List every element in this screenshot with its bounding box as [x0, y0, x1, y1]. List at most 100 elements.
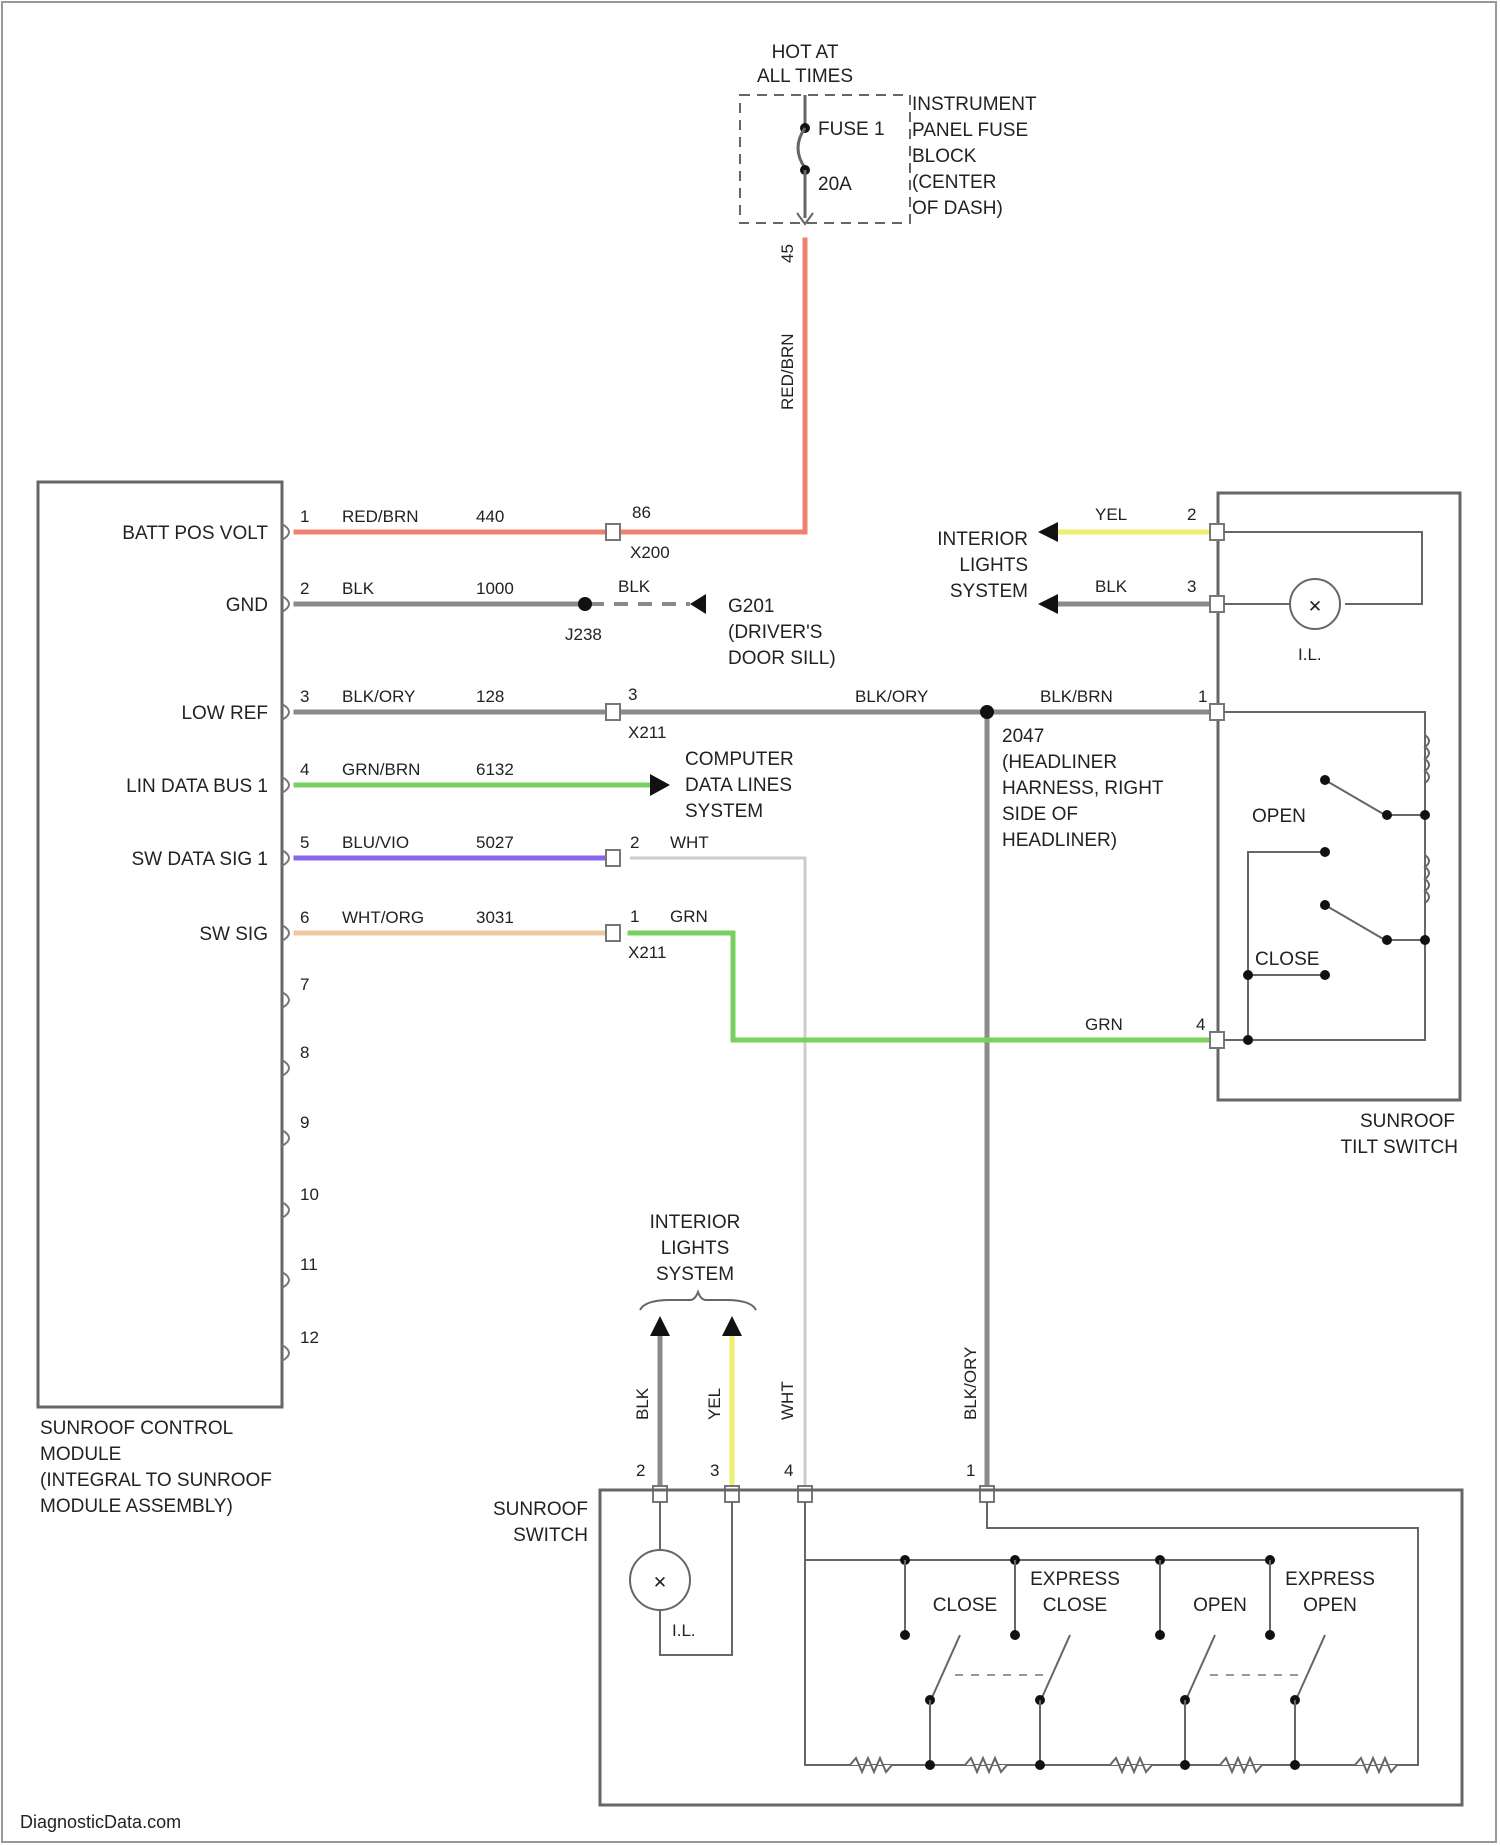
tilt-open-node-a — [1320, 775, 1330, 785]
module-pin-label: LIN DATA BUS 1 — [126, 776, 268, 797]
computer-data-label-1: COMPUTER — [685, 749, 794, 770]
ground-label-1: G201 — [728, 596, 774, 617]
module-pin-label: LOW REF — [181, 703, 268, 724]
x200-pin: 86 — [632, 503, 651, 522]
x200-terminal — [606, 524, 620, 540]
tilt-yel-pin: 2 — [1187, 505, 1196, 524]
module-pin-number: 2 — [300, 579, 309, 598]
hot-label-1: HOT AT — [772, 42, 839, 63]
module-pin-number: 11 — [300, 1255, 318, 1274]
x211-top-pin: 3 — [628, 685, 637, 704]
switch-resistor — [850, 1758, 892, 1772]
switch-contact-blade — [1295, 1635, 1325, 1702]
x211-bot-terminal-1 — [606, 925, 620, 941]
computer-data-arrow — [650, 774, 670, 796]
module-title-4: MODULE ASSEMBLY) — [40, 1496, 233, 1517]
tilt-close-label: CLOSE — [1255, 949, 1319, 970]
fuse-block-location-4: (CENTER — [912, 172, 996, 193]
tilt-grn-color: GRN — [1085, 1015, 1123, 1034]
x211-bot-pin-2: 2 — [630, 833, 639, 852]
splice-label-1: 2047 — [1002, 726, 1044, 747]
splice-label-3: HARNESS, RIGHT — [1002, 778, 1164, 799]
tilt-blkbrn-color: BLK/BRN — [1040, 687, 1113, 706]
switch-terminal-4 — [798, 1486, 812, 1502]
module-pin-number: 9 — [300, 1113, 309, 1132]
splice-label-4: SIDE OF — [1002, 804, 1078, 825]
switch-contact-node — [1155, 1630, 1165, 1640]
switch-yel-color: YEL — [705, 1388, 724, 1420]
tilt-interior-3: SYSTEM — [950, 581, 1028, 602]
switch-terminal-1 — [980, 1486, 994, 1502]
switch-resistor — [965, 1758, 1007, 1772]
fuse-block-location-1: INSTRUMENT — [912, 94, 1037, 115]
module-pin-number: 10 — [300, 1185, 319, 1204]
module-pin-number: 6 — [300, 908, 309, 927]
switch-wht-color: WHT — [778, 1381, 797, 1420]
wire-batt-red — [296, 240, 805, 532]
tilt-close-node-c — [1382, 935, 1392, 945]
module-wire-color: GRN/BRN — [342, 760, 420, 779]
switch-interior-1: INTERIOR — [650, 1212, 741, 1233]
switch-blkory-color: BLK/ORY — [961, 1347, 980, 1420]
fuse-block-location-2: PANEL FUSE — [912, 120, 1028, 141]
tilt-terminal-2 — [1210, 524, 1224, 540]
fuse-block-location-5: OF DASH) — [912, 198, 1003, 219]
switch-return-node — [925, 1760, 935, 1770]
switch-title-1: SUNROOF — [493, 1499, 588, 1520]
fuse-rating: 20A — [818, 174, 852, 195]
switch-blk-color: BLK — [633, 1387, 652, 1420]
hot-label-2: ALL TIMES — [757, 66, 853, 87]
fuse-pin-label: 45 — [778, 244, 797, 263]
sunroof-switch: INTERIOR LIGHTS SYSTEM BLK YEL WHT BLK/O… — [493, 1212, 1462, 1805]
module-wire-circuit: 3031 — [476, 908, 514, 927]
computer-data-label-2: DATA LINES — [685, 775, 792, 796]
fuse-block: HOT AT ALL TIMES FUSE 1 20A INSTRUMENT P… — [740, 42, 1037, 410]
j238-label: J238 — [565, 625, 602, 644]
switch-button-label: EXPRESS — [1030, 1569, 1120, 1590]
lowref-wire-color: BLK/ORY — [855, 687, 928, 706]
switch-pin-1: 1 — [966, 1461, 975, 1480]
tilt-terminal-4 — [1210, 1032, 1224, 1048]
switch-title-2: SWITCH — [513, 1525, 588, 1546]
switch-return-node — [1290, 1760, 1300, 1770]
ground-label-2: (DRIVER'S — [728, 622, 822, 643]
module-pin-number: 12 — [300, 1328, 319, 1347]
switch-button-label: OPEN — [1303, 1595, 1357, 1616]
x211-bot-name: X211 — [628, 943, 666, 962]
wires — [296, 240, 1210, 1490]
wire-grn-tilt — [630, 933, 1210, 1040]
switch-resistor — [1110, 1758, 1152, 1772]
splice-label-2: (HEADLINER — [1002, 752, 1117, 773]
tilt-close-contact — [1248, 852, 1425, 1040]
switch-pin-3: 3 — [710, 1461, 719, 1480]
module-pin-number: 8 — [300, 1043, 309, 1062]
tilt-interior-2: LIGHTS — [959, 555, 1028, 576]
tilt-blk-color: BLK — [1095, 577, 1128, 596]
switch-contact-blade — [1185, 1635, 1215, 1702]
switch-button-label: CLOSE — [1043, 1595, 1107, 1616]
switch-button-label: EXPRESS — [1285, 1569, 1375, 1590]
tilt-ground-node — [1243, 1035, 1253, 1045]
switch-yel-arrow — [722, 1316, 742, 1336]
module-wire-circuit: 128 — [476, 687, 504, 706]
splice-label-5: HEADLINER) — [1002, 830, 1117, 851]
tilt-close-node-d — [1420, 935, 1430, 945]
module-pin-number: 4 — [300, 760, 309, 779]
module-wire-circuit: 440 — [476, 507, 504, 526]
module-wire-circuit: 1000 — [476, 579, 514, 598]
module-pin-label: GND — [226, 595, 268, 616]
ground-arrow — [690, 594, 706, 614]
switch-interior-2: LIGHTS — [661, 1238, 730, 1259]
ground-wire-color: BLK — [618, 577, 651, 596]
switch-resistor — [1220, 1758, 1262, 1772]
switch-lamp-label: I.L. — [672, 1621, 696, 1640]
switch-contact-node — [1265, 1630, 1275, 1640]
module-pin-label: BATT POS VOLT — [122, 523, 268, 544]
splice-2047 — [980, 705, 994, 719]
x211-top-terminal — [606, 704, 620, 720]
switch-interior-3: SYSTEM — [656, 1264, 734, 1285]
tilt-open-node-c — [1420, 810, 1430, 820]
switch-blk-arrow — [650, 1316, 670, 1336]
tilt-grn-pin: 4 — [1196, 1015, 1205, 1034]
switch-pin-2: 2 — [636, 1461, 645, 1480]
